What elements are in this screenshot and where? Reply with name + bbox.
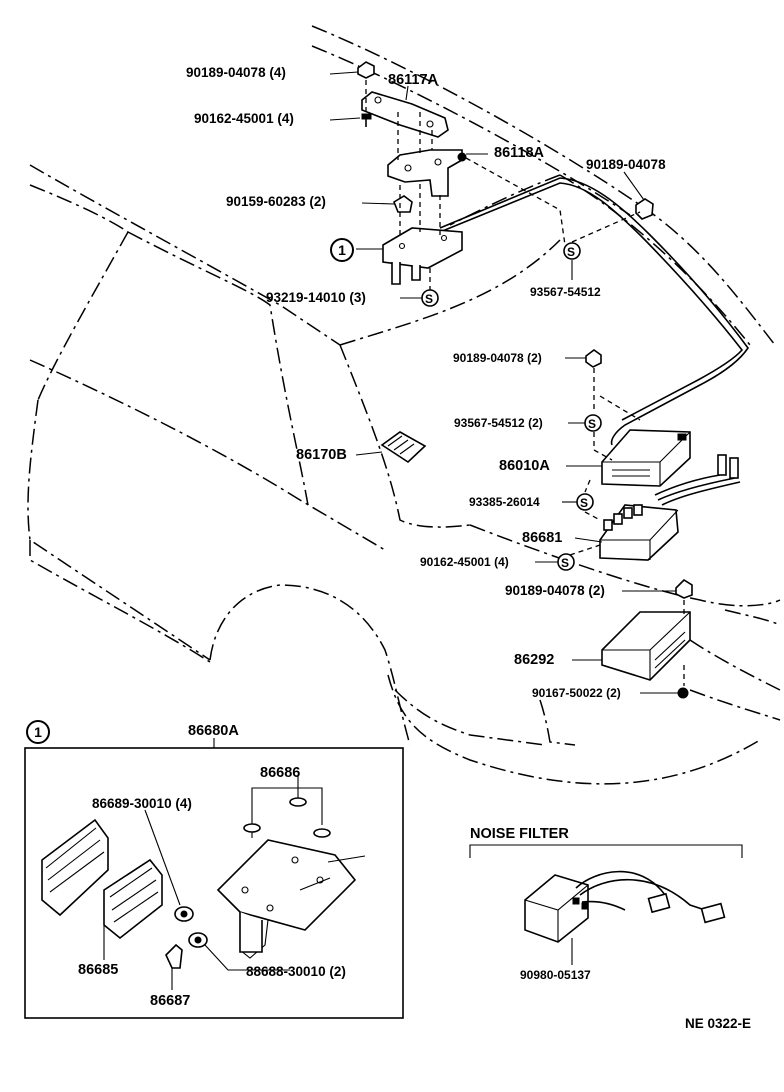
amplifier-board-86685 — [41, 818, 163, 940]
grommet-86686 — [243, 797, 331, 838]
label-90167-50022-2: 90167-50022 (2) — [532, 686, 621, 700]
clip-90162-45001-b: S — [557, 553, 575, 571]
antenna-wire — [439, 177, 749, 446]
clip-90159-60283 — [393, 195, 413, 213]
label-90189-04078-4: 90189-04078 (4) — [186, 65, 286, 80]
label-90162-45001-4: 90162-45001 (4) — [194, 111, 294, 126]
noise-filter-title: NOISE FILTER — [470, 826, 569, 842]
antenna-bracket-86117A — [361, 91, 449, 138]
bolt-90162-45001-top — [361, 113, 372, 127]
label-90189-04078-2a: 90189-04078 (2) — [453, 351, 542, 365]
label-90189-04078-top: 90189-04078 — [586, 157, 666, 172]
clip-86687 — [165, 943, 183, 969]
drawing-code: NE 0322-E — [685, 1016, 752, 1031]
amplifier-bracket — [382, 227, 463, 285]
label-93567-54512: 93567-54512 — [530, 285, 601, 299]
leader-lines — [329, 71, 678, 694]
label-90189-04078-2b: 90189-04078 (2) — [505, 583, 605, 598]
clip-93219-14010: S — [421, 289, 439, 307]
label-86170B: 86170B — [296, 447, 347, 463]
label-86685: 86685 — [78, 962, 119, 978]
antenna-grommet-86170B — [380, 431, 427, 464]
label-86687: 86687 — [150, 993, 191, 1009]
label-86118A: 86118A — [494, 145, 544, 161]
clip-86689-30010 — [174, 906, 194, 922]
label-93385-26014: 93385-26014 — [469, 495, 540, 509]
screw-90167-50022 — [677, 687, 689, 699]
svg-text:S: S — [588, 417, 596, 431]
bracket-plate — [216, 839, 366, 959]
label-86010A: 86010A — [499, 458, 550, 474]
label-86686: 86686 — [260, 765, 301, 781]
nut-90189-04078-top — [357, 61, 375, 79]
label-93567-54512-2: 93567-54512 (2) — [454, 416, 543, 430]
noise-filter-section — [469, 844, 743, 965]
nut-90189-04078-lower — [675, 578, 693, 599]
label-90980-05137: 90980-05137 — [520, 968, 591, 982]
label-90159-60283-2: 90159-60283 (2) — [226, 194, 326, 209]
nut-90189-04078-mid — [585, 349, 602, 368]
noise-filter-90980-05137 — [524, 870, 726, 943]
cover-86292 — [601, 611, 691, 681]
label-90162-45001-4b: 90162-45001 (4) — [420, 555, 509, 569]
vehicle-body-outline — [27, 25, 781, 785]
assembly-lines-right — [569, 368, 685, 686]
svg-text:S: S — [425, 292, 433, 306]
label-88688-30010-2: 88688-30010 (2) — [246, 964, 346, 979]
nut-90189-04078-right — [635, 198, 654, 220]
svg-text:S: S — [567, 245, 575, 259]
inset-callout-1-marker: 1 — [26, 720, 50, 744]
label-86681: 86681 — [522, 530, 563, 546]
label-93219-14010-3: 93219-14010 (3) — [266, 290, 366, 305]
label-86680A: 86680A — [188, 723, 239, 739]
clip-88688-30010 — [188, 932, 208, 948]
bracket-86118A — [387, 149, 467, 197]
callout-1-marker: 1 — [330, 238, 354, 262]
inset-box-86680A — [24, 738, 404, 1019]
label-86292: 86292 — [514, 652, 555, 668]
clip-93567-54512-mid: S — [584, 414, 602, 432]
svg-text:S: S — [580, 496, 588, 510]
noise-filter-86681 — [599, 454, 741, 561]
svg-text:S: S — [561, 556, 569, 570]
clip-93567-54512-top: S — [563, 242, 581, 260]
amplifier-86010A — [601, 429, 691, 487]
assembly-lines-top — [365, 80, 641, 290]
clip-93385-26014: S — [576, 493, 594, 511]
label-86117A: 86117A — [388, 72, 438, 88]
label-86689-30010-4: 86689-30010 (4) — [92, 796, 192, 811]
